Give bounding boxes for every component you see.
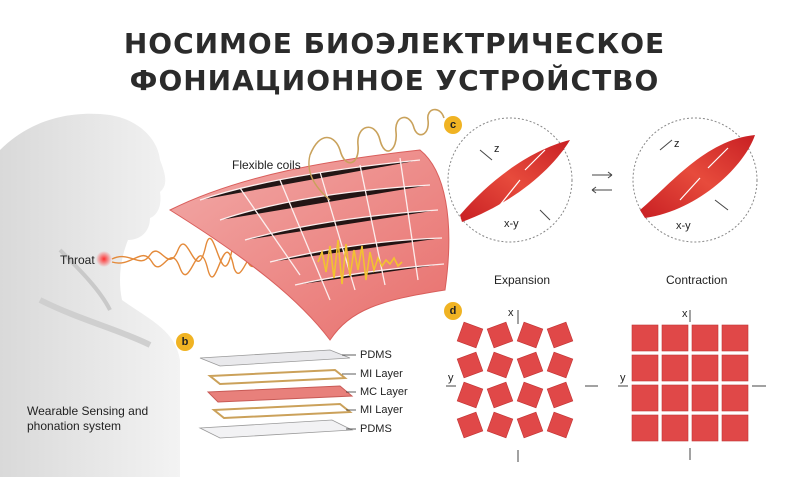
- exchange-arrows: [591, 171, 613, 194]
- expansion-axis-xy: x-y: [504, 218, 519, 230]
- system-label: Wearable Sensing and phonation system: [27, 404, 149, 433]
- page-title-line-2: ФОНИАЦИОННОЕ УСТРОЙСТВО: [129, 64, 660, 97]
- tile-grid-aligned: [631, 324, 749, 442]
- layer-label-mc: MC Layer: [360, 386, 408, 398]
- rotated-grid-axis-x: x: [508, 307, 514, 319]
- layer-label-pdms-bottom: PDMS: [360, 423, 392, 435]
- layer-label-mi-top: MI Layer: [360, 368, 403, 380]
- rotated-grid-axis-y: y: [448, 372, 454, 384]
- contraction-axis-z: z: [674, 138, 680, 150]
- panel-b-badge: b: [176, 333, 194, 351]
- panel-d-badge: d: [444, 302, 462, 320]
- layer-label-pdms-top: PDMS: [360, 349, 392, 361]
- layer-mi-top: [207, 368, 348, 386]
- layer-mc: [206, 385, 354, 403]
- tile-grid-rotated: [456, 321, 574, 439]
- aligned-grid-axis-y: y: [620, 372, 626, 384]
- layer-pdms-top: [199, 349, 351, 367]
- flexible-coils-label: Flexible coils: [232, 158, 301, 172]
- human-figure: [0, 113, 180, 477]
- contraction-axis-xy: x-y: [676, 220, 691, 232]
- expansion-axis-z: z: [494, 143, 500, 155]
- page-title-line-1: НОСИМОЕ БИОЭЛЕКТРИЧЕСКОЕ: [123, 27, 666, 60]
- expansion-label: Expansion: [494, 273, 551, 287]
- expansion-circle: [447, 117, 573, 243]
- tile-grid-arrows: [446, 310, 766, 462]
- flexible-patch: [168, 149, 450, 341]
- throat-marker: [96, 251, 112, 267]
- contraction-circle: [632, 117, 758, 243]
- contraction-label: Contraction: [666, 273, 728, 287]
- layer-pdms-bottom: [198, 419, 354, 439]
- flexible-coil: [309, 108, 445, 164]
- panel-c-badge: c: [444, 116, 462, 134]
- aligned-grid-axis-x: x: [682, 308, 688, 320]
- waveform-right: [317, 239, 403, 285]
- layer-mi-bottom: [211, 402, 353, 420]
- layer-label-mi-bottom: MI Layer: [360, 404, 403, 416]
- throat-label: Throat: [60, 253, 95, 267]
- layer-stack: [198, 349, 354, 439]
